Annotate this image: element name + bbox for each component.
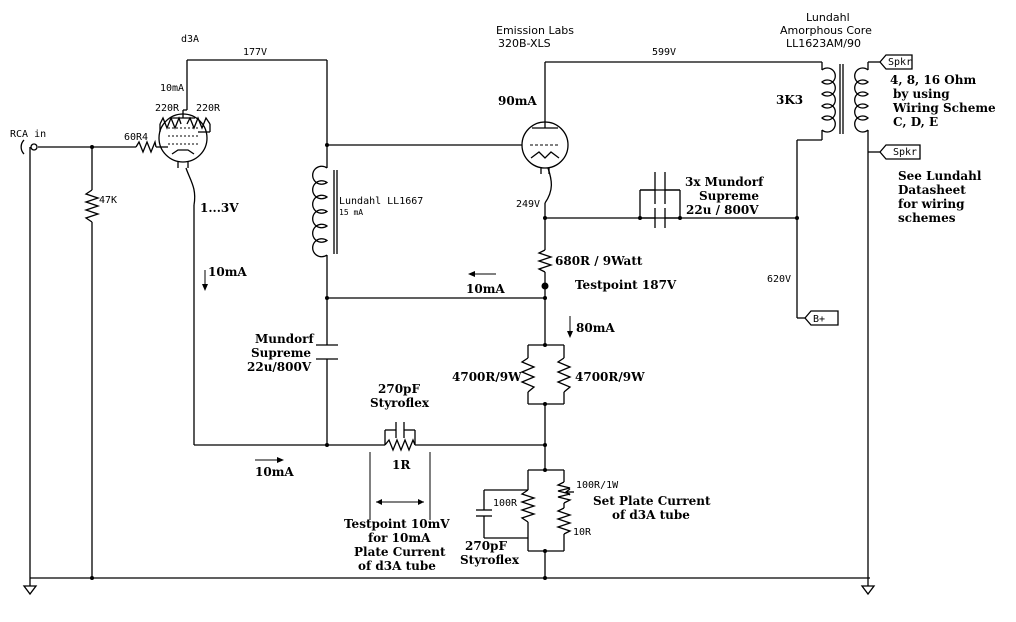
resistor-4700r-left: [520, 357, 536, 393]
label-tp10mv-2: for 10mA: [368, 531, 431, 545]
label-80ma: 80mA: [576, 321, 615, 335]
resistor-100r: [519, 489, 537, 523]
label-100r-1w: 100R/1W: [576, 480, 619, 491]
label-ohm-1: 4, 8, 16 Ohm: [890, 73, 976, 87]
label-10ma-bottom: 10mA: [255, 465, 294, 479]
label-see-3: for wiring: [898, 197, 965, 211]
label-599v: 599V: [652, 47, 676, 58]
wires: [29, 59, 880, 586]
label-choke-current: 15 mA: [339, 208, 363, 217]
label-choke-name: Lundahl LL1667: [339, 196, 423, 207]
label-4700r-right: 4700R/9W: [575, 370, 645, 384]
label-cap-left-2: Supreme: [251, 346, 311, 360]
label-cap-left-1: Mundorf: [255, 332, 314, 346]
label-set-plate-2: of d3A tube: [612, 508, 690, 522]
capacitor-3x-mundorf: [640, 172, 680, 228]
label-4700r-left: 4700R/9W: [452, 370, 522, 384]
capacitor-mundorf-left: [316, 344, 338, 360]
label-680r: 680R / 9Watt: [555, 254, 643, 268]
label-10ma-mid: 10mA: [466, 282, 505, 296]
capacitor-styroflex-bottom: [476, 509, 492, 517]
current-arrows: [202, 270, 573, 463]
tube-320b: [521, 121, 569, 174]
label-ohm-2: by using: [893, 87, 950, 101]
label-tp10mv-1: Testpoint 10mV: [344, 517, 450, 531]
label-ot-3: LL1623AM/90: [786, 37, 861, 50]
output-transformer: [821, 64, 869, 134]
bplus-tag: [804, 310, 839, 326]
label-ot-2: Amorphous Core: [780, 24, 872, 37]
label-spkr-top: Spkr: [888, 57, 912, 68]
label-ot-1: Lundahl: [806, 11, 850, 24]
spkr-tag-bottom: [879, 144, 921, 160]
potentiometer-100r-1w: [556, 481, 574, 504]
ground-symbol-left: [22, 585, 38, 596]
label-styro-top-2: Styroflex: [370, 396, 430, 410]
spkr-tag-top: [879, 54, 913, 70]
resistor-10r: [555, 503, 573, 535]
label-177v: 177V: [243, 47, 267, 58]
label-cap3x-1: 3x Mundorf: [685, 175, 764, 189]
label-set-plate-1: Set Plate Current: [593, 494, 711, 508]
resistor-60r4: [135, 139, 157, 154]
label-rca-in: RCA in: [10, 129, 46, 140]
resistor-47k: [83, 189, 101, 223]
label-10ma-cathode: 10mA: [208, 265, 247, 279]
label-100r: 100R: [493, 498, 518, 509]
label-10ma-plate: 10mA: [160, 83, 184, 94]
label-see-2: Datasheet: [898, 183, 966, 197]
label-tube-brand: Emission Labs: [496, 24, 574, 37]
label-220r-right: 220R: [196, 103, 221, 114]
label-10r: 10R: [573, 527, 592, 538]
label-ohm-4: C, D, E: [893, 115, 938, 129]
resistor-680r: [536, 249, 554, 273]
label-ohm-3: Wiring Scheme: [892, 101, 996, 115]
resistor-4700r-right: [556, 357, 572, 393]
capacitor-styroflex-top: [384, 422, 416, 445]
label-bias-range: 1...3V: [200, 201, 239, 215]
label-tube-current: 90mA: [498, 94, 537, 108]
label-47k: 47K: [99, 195, 117, 206]
ground-symbol-right: [860, 585, 876, 596]
resistor-1r: [384, 438, 416, 452]
label-cap-left-3: 22u/800V: [247, 360, 312, 374]
label-tp10mv-4: of d3A tube: [358, 559, 436, 573]
d3a-tube: [158, 109, 211, 168]
label-tube-model: 320B-XLS: [498, 37, 551, 50]
label-220r-left: 220R: [155, 103, 180, 114]
label-styro-bot-2: Styroflex: [460, 553, 520, 567]
label-cap3x-2: Supreme: [699, 189, 759, 203]
label-see-4: schemes: [898, 211, 956, 225]
label-cap3x-3: 22u / 800V: [686, 203, 759, 217]
label-spkr-bottom: Spkr: [893, 147, 917, 158]
testpoint-bracket-arrows: [376, 499, 424, 505]
label-60r4: 60R4: [124, 132, 148, 143]
label-styro-bot-1: 270pF: [465, 539, 507, 553]
label-620v: 620V: [767, 274, 791, 285]
label-1r: 1R: [392, 458, 411, 472]
label-testpoint-187v: Testpoint 187V: [575, 278, 677, 292]
label-tp10mv-3: Plate Current: [354, 545, 446, 559]
label-styro-top-1: 270pF: [378, 382, 420, 396]
junction-dots: [90, 143, 799, 580]
label-d3a: d3A: [181, 34, 199, 45]
label-bplus: B+: [813, 314, 825, 325]
label-3k3: 3K3: [776, 93, 803, 107]
rca-input-jack: [20, 139, 38, 155]
label-249v: 249V: [516, 199, 540, 210]
choke-ll1667: [312, 165, 338, 258]
label-see-1: See Lundahl: [898, 169, 982, 183]
labels: d3A 177V 10mA 220R 220R RCA in 60R4 47K …: [10, 11, 996, 573]
